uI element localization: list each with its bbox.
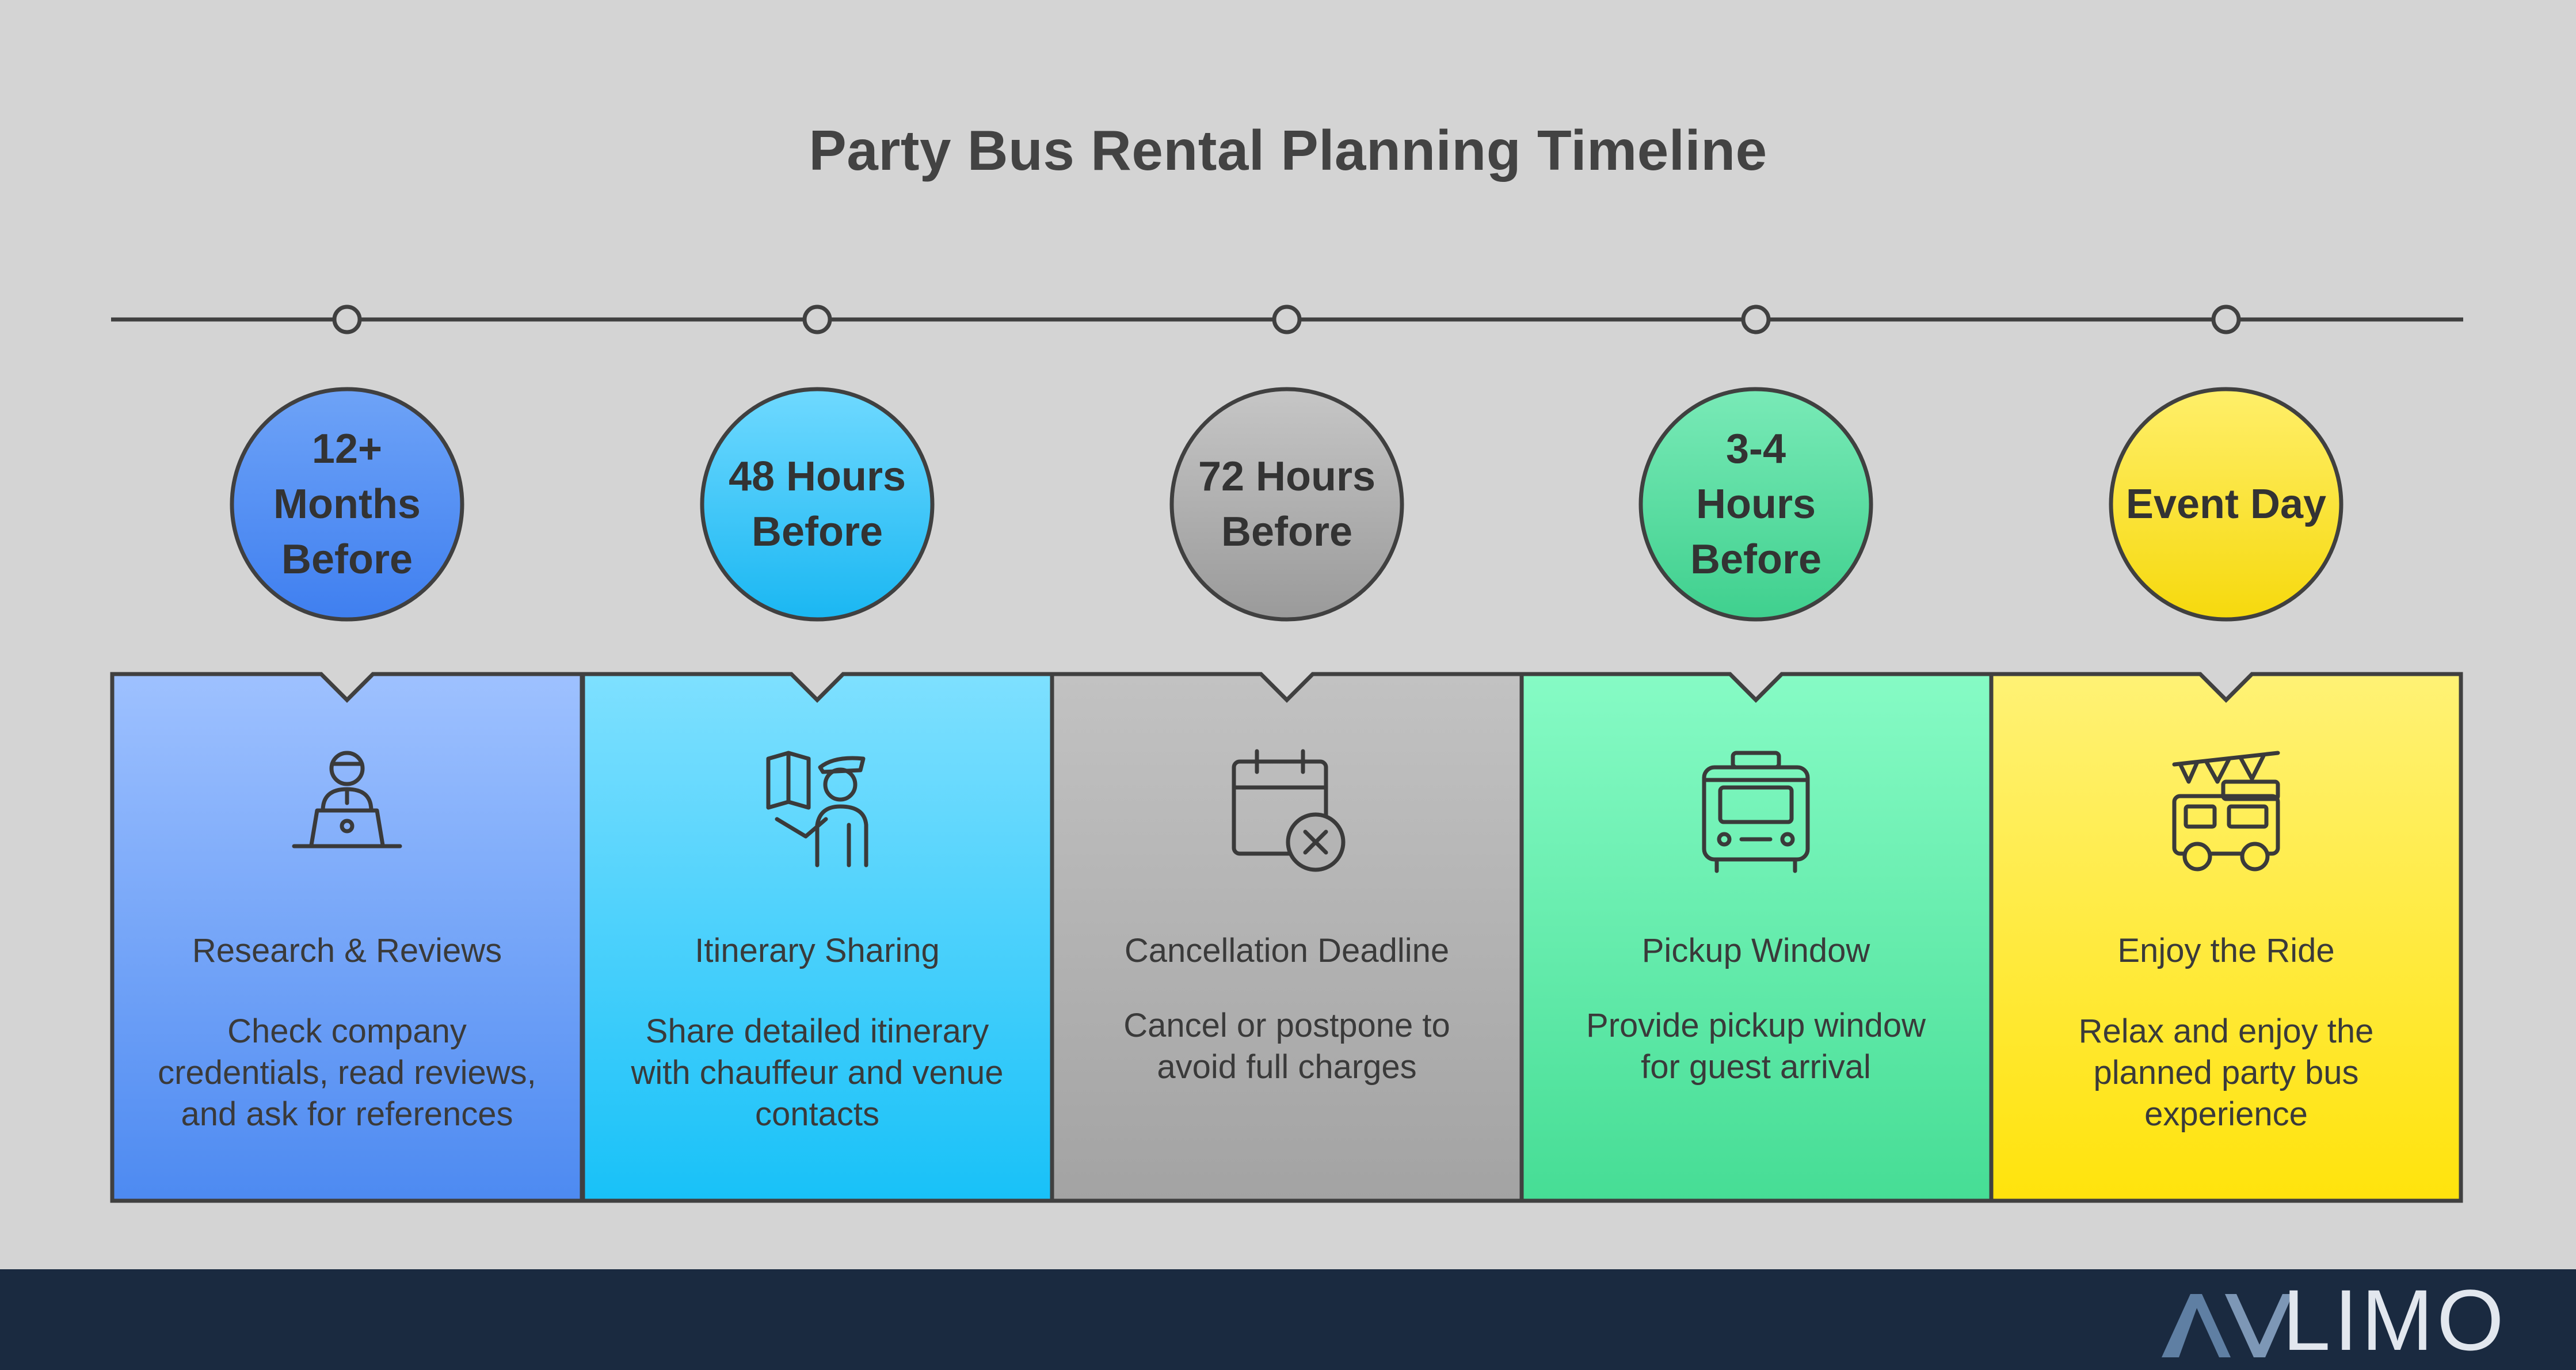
stage-description-line: credentials, read reviews, xyxy=(158,1054,536,1091)
stage-time-label: Event Day xyxy=(2111,477,2341,532)
stage-time-line: Months xyxy=(273,481,421,527)
stage-description-line: and ask for references xyxy=(181,1095,513,1133)
calendar-cancel-icon xyxy=(1232,749,1346,872)
stage-description-line: Share detailed itinerary xyxy=(645,1013,989,1050)
stage-time-line: 12+ xyxy=(311,426,383,472)
stage-description-line: Relax and enjoy the xyxy=(2078,1013,2374,1050)
stage-panel xyxy=(1519,672,1994,1203)
stage-panel xyxy=(1989,672,2463,1203)
stage-circle xyxy=(230,387,464,622)
stage-time-line: Before xyxy=(281,536,413,583)
stage-time-line: 48 Hours xyxy=(728,454,906,500)
timeline-node xyxy=(332,305,362,334)
stage-time-line: Event Day xyxy=(2125,481,2327,527)
party-bus-icon xyxy=(2172,751,2280,872)
stage-description-line: planned party bus xyxy=(2093,1054,2359,1091)
stage-time-line: Before xyxy=(1221,509,1353,555)
stage-description-line: Cancel or postpone to xyxy=(1123,1007,1450,1044)
stage-description: Share detailed itinerary with chauffeur a… xyxy=(601,1011,1033,1135)
brand-logo: LIMO xyxy=(2156,1277,2559,1363)
timeline-node xyxy=(2211,305,2241,334)
stage-time-line: Before xyxy=(1690,536,1822,583)
person-laptop-icon xyxy=(292,751,402,848)
stage-title: Pickup Window xyxy=(1641,932,1870,969)
stage-description-line: Check company xyxy=(227,1013,467,1050)
timeline-node xyxy=(1741,305,1771,334)
logo-mark-icon xyxy=(2162,1294,2293,1357)
stage-title: Enjoy the Ride xyxy=(2117,932,2335,969)
timeline-node xyxy=(802,305,832,334)
stage-panel xyxy=(581,672,1055,1203)
stage-title: Itinerary Sharing xyxy=(695,932,940,969)
stage-circle xyxy=(700,387,935,622)
bus-front-icon xyxy=(1702,751,1810,873)
stage-description-line: Provide pickup window xyxy=(1586,1007,1926,1044)
timeline-node xyxy=(1272,305,1302,334)
stage-description-line: with chauffeur and venue xyxy=(631,1054,1004,1091)
stage-time-line: Before xyxy=(751,509,883,555)
stage-description-line: avoid full charges xyxy=(1157,1048,1417,1086)
stage-description: Relax and enjoy the planned party bus expe… xyxy=(2010,1011,2442,1135)
stage-title: Cancellation Deadline xyxy=(1124,932,1450,969)
stage-circle xyxy=(2109,387,2343,622)
footer-bar xyxy=(0,1269,2576,1370)
stage-panel xyxy=(1050,672,1524,1203)
chauffeur-map-icon xyxy=(766,751,868,867)
stage-time-line: Hours xyxy=(1695,481,1816,527)
stage-panel xyxy=(110,672,584,1203)
stage-circle xyxy=(1169,387,1404,622)
stage-description-line: experience xyxy=(2144,1095,2308,1133)
stage-description: Cancel or postpone to avoid full charges xyxy=(1071,1005,1503,1088)
stage-time-line: 3-4 xyxy=(1725,426,1786,472)
timeline-graphic xyxy=(110,305,2463,1203)
stage-circle xyxy=(1638,387,1873,622)
stage-description-line: for guest arrival xyxy=(1641,1048,1871,1086)
stage-description: Check company credentials, read reviews, a… xyxy=(131,1011,563,1135)
stage-description-line: contacts xyxy=(755,1095,879,1133)
stage-title: Research & Reviews xyxy=(192,932,502,969)
logo-wordmark: LIMO xyxy=(2282,1272,2508,1368)
stage-time-line: 72 Hours xyxy=(1198,454,1376,500)
page-title: Party Bus Rental Planning Timeline xyxy=(809,119,1767,182)
stage-description: Provide pickup window for guest arrival xyxy=(1540,1005,1972,1088)
